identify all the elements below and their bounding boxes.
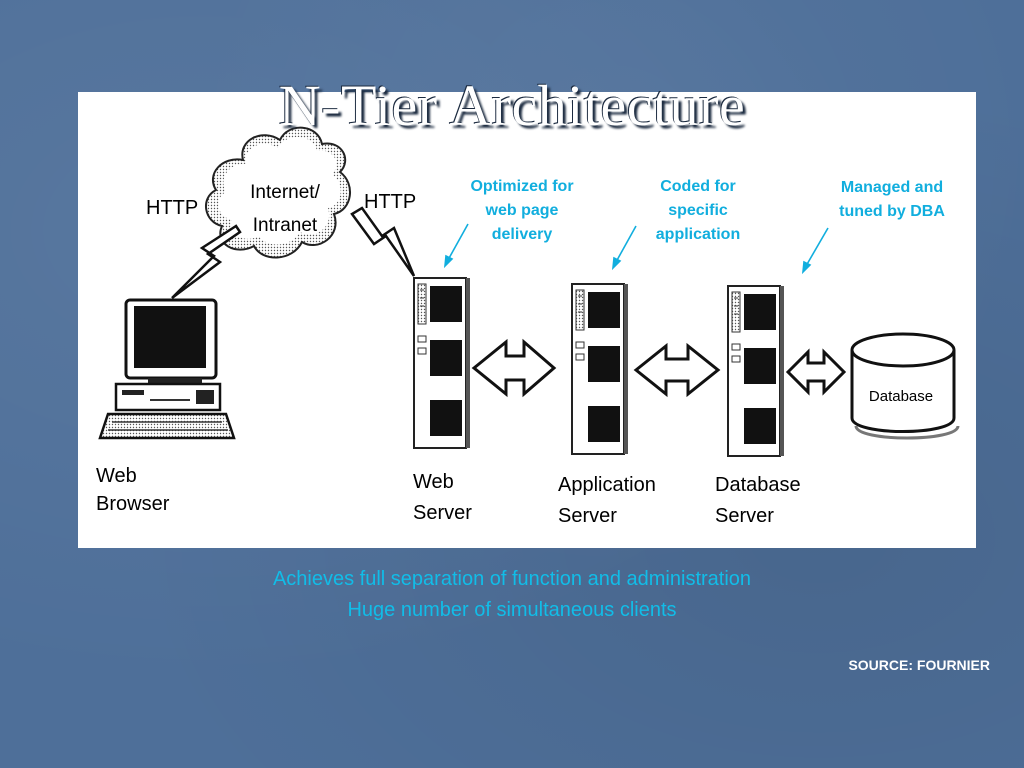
slide-title: N-Tier Architecture — [278, 73, 746, 138]
web-server-label-line-2: Server — [413, 502, 472, 524]
http-label-left: HTTP — [146, 197, 198, 219]
application-server-tower-icon — [571, 283, 629, 455]
desktop-computer-icon — [98, 298, 236, 440]
db-server-label-line-2: Server — [715, 505, 774, 527]
note-web-line-3: delivery — [492, 226, 553, 243]
note-web-line-2: web page — [485, 202, 559, 219]
web-server-label-line-1: Web — [413, 471, 454, 493]
internet-cloud-icon — [205, 126, 352, 259]
note-db-line-1: Managed and — [841, 179, 943, 196]
cloud-label-line-2: Intranet — [253, 215, 318, 236]
database-server-tower-icon — [727, 285, 785, 457]
double-arrow-web-app-icon — [471, 338, 557, 398]
lightning-bolt-right-icon — [350, 206, 416, 277]
note-app-line-2: specific — [668, 202, 728, 219]
note-app-line-3: application — [656, 226, 740, 243]
app-server-label-line-1: Application — [558, 474, 656, 496]
note-db-line-2: tuned by DBA — [839, 203, 945, 220]
note-web-line-1: Optimized for — [470, 178, 573, 195]
app-server-label-line-2: Server — [558, 505, 617, 527]
caption-line-2: Huge number of simultaneous clients — [347, 599, 677, 621]
lightning-bolt-left-icon — [171, 224, 242, 299]
http-label-right: HTTP — [364, 191, 416, 213]
database-cylinder-icon — [850, 332, 960, 440]
double-arrow-db-storage-icon — [785, 348, 847, 396]
web-server-tower-icon — [413, 277, 471, 449]
browser-label-line-1: Web — [96, 465, 137, 487]
browser-label-line-2: Browser — [96, 493, 170, 515]
note-app-line-1: Coded for — [660, 178, 736, 195]
cloud-label-line-1: Internet/ — [250, 182, 320, 203]
database-label: Database — [869, 388, 933, 405]
source-credit: SOURCE: FOURNIER — [848, 657, 990, 673]
double-arrow-app-db-icon — [633, 342, 721, 398]
caption-line-1: Achieves full separation of function and… — [272, 568, 752, 590]
note-pointers — [443, 223, 829, 275]
db-server-label-line-1: Database — [715, 474, 801, 496]
